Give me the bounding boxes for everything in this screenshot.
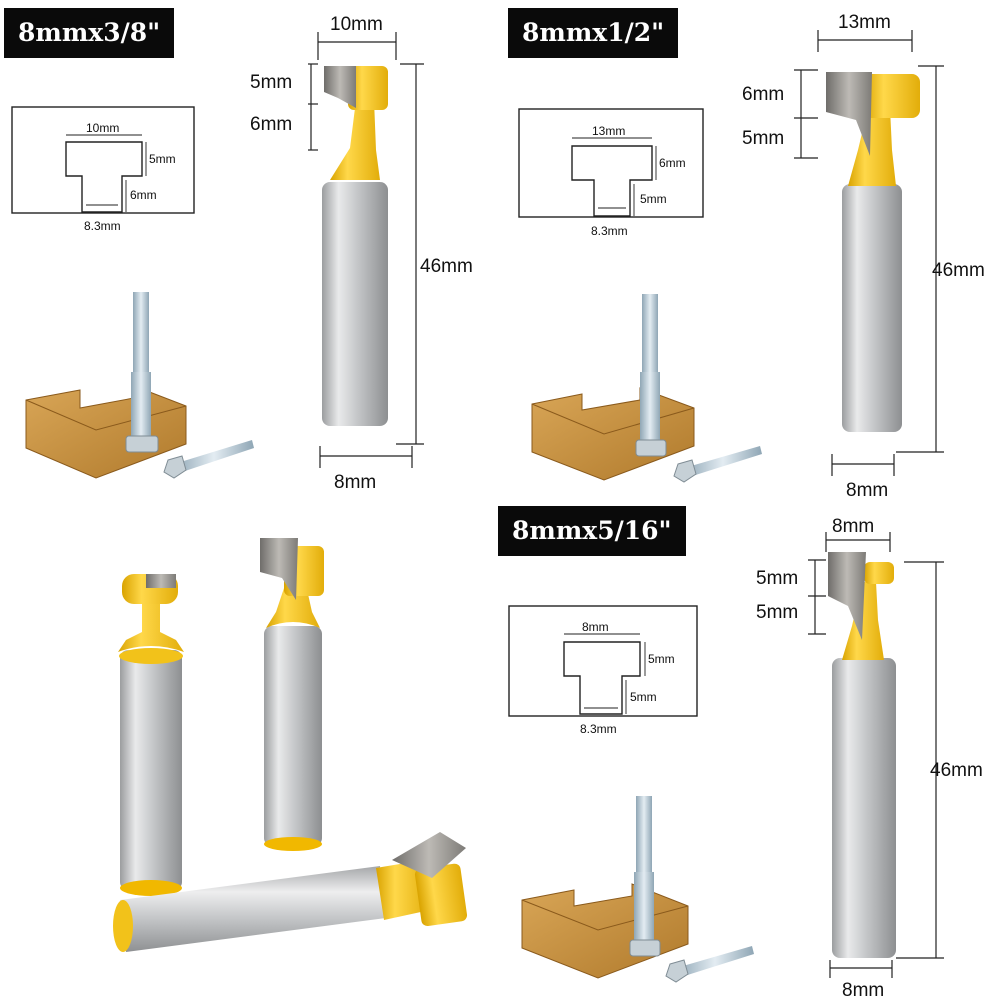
bit-1-shank-label: 8mm <box>334 472 377 493</box>
bit-2-wood-block <box>531 294 762 483</box>
bit-3-title-badge: 8mmx5/16" <box>498 506 686 556</box>
bit-1-upper-height-label: 5mm <box>250 72 293 93</box>
bit-2-diagram-slot: 8.3mm <box>591 224 628 238</box>
bit-1-cut-width-label: 10mm <box>330 14 383 35</box>
bit-2-profile-diagram <box>518 108 704 218</box>
bit-3-diagram-width: 8mm <box>582 620 609 634</box>
bit-1-length-label: 46mm <box>420 256 473 277</box>
bit-1-diagram-top: 5mm <box>149 152 176 166</box>
bit-2-upper-height-label: 6mm <box>742 84 785 105</box>
bit-3-dimension-lines <box>808 532 944 978</box>
bit-1-title-badge: 8mmx3/8" <box>4 8 175 58</box>
bit-1-diagram-bottom: 6mm <box>130 188 157 202</box>
bit-3-lower-height-label: 5mm <box>756 602 799 623</box>
bit-2-cut-width-label: 13mm <box>838 12 891 33</box>
bit-2-lower-height-label: 5mm <box>742 128 785 149</box>
bit-3-wood-block <box>521 796 754 983</box>
bit-2-diagram-bottom: 5mm <box>640 192 667 206</box>
bit-2-diagram-top: 6mm <box>659 156 686 170</box>
bit-2-length-label: 46mm <box>932 260 985 281</box>
bit-1-diagram-width: 10mm <box>86 121 120 135</box>
bit-2-diagram-width: 13mm <box>592 124 626 138</box>
bit-1-diagram-slot: 8.3mm <box>84 219 121 233</box>
bit-3-diagram-bottom: 5mm <box>630 690 657 704</box>
bit-set-group-photo <box>113 538 468 952</box>
bit-3-image <box>828 552 896 958</box>
bit-1-wood-block <box>25 292 254 479</box>
bit-1-image <box>322 66 388 426</box>
bit-3-diagram-top: 5mm <box>648 652 675 666</box>
bit-3-length-label: 46mm <box>930 760 983 781</box>
bit-1-profile-diagram <box>11 106 195 214</box>
bit-3-shank-label: 8mm <box>842 980 885 1001</box>
bit-3-profile-diagram <box>508 605 698 717</box>
bit-1-lower-height-label: 6mm <box>250 114 293 135</box>
bit-3-upper-height-label: 5mm <box>756 568 799 589</box>
bit-2-image <box>826 72 920 432</box>
bit-2-shank-label: 8mm <box>846 480 889 501</box>
bit-1-dimension-lines <box>308 32 424 468</box>
bit-3-cut-width-label: 8mm <box>832 516 875 537</box>
bit-2-dimension-lines <box>794 30 944 476</box>
bit-3-diagram-slot: 8.3mm <box>580 722 617 736</box>
bit-2-title-badge: 8mmx1/2" <box>508 8 679 58</box>
